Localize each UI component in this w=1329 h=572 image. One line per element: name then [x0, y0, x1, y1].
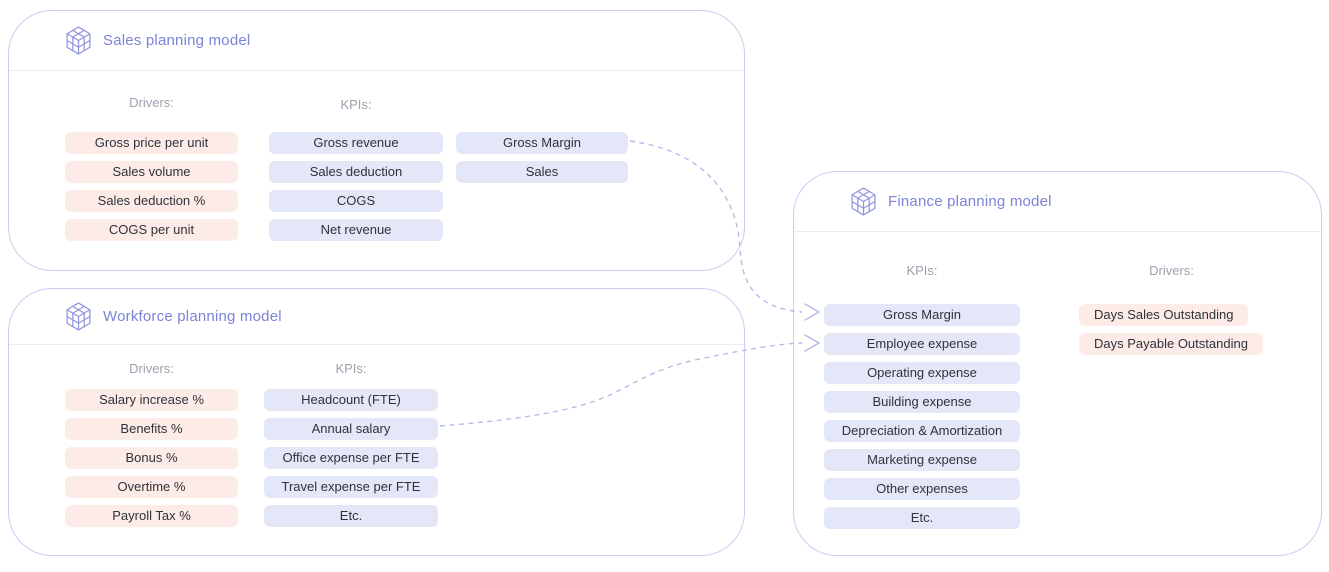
pill: Net revenue: [269, 219, 443, 241]
cube-icon: [66, 26, 91, 55]
workforce-drivers-label: Drivers:: [129, 361, 174, 376]
pill: Bonus %: [65, 447, 238, 469]
workforce-model-card: Workforce planning model Drivers: KPIs: …: [8, 288, 745, 556]
pill: Employee expense: [824, 333, 1020, 355]
workforce-drivers-list: Salary increase % Benefits % Bonus % Overti…: [65, 389, 238, 527]
sales-card-title: Sales planning model: [103, 32, 251, 49]
finance-kpis-label: KPIs:: [906, 263, 938, 278]
pill: Building expense: [824, 391, 1020, 413]
pill: Office expense per FTE: [264, 447, 438, 469]
pill: Operating expense: [824, 362, 1020, 384]
pill: Gross Margin: [456, 132, 628, 154]
pill: Overtime %: [65, 476, 238, 498]
pill: Headcount (FTE): [264, 389, 438, 411]
sales-drivers-label: Drivers:: [129, 95, 174, 110]
finance-model-card: Finance planning model KPIs: Drivers: Gr…: [793, 171, 1322, 556]
pill: Days Payable Outstanding: [1079, 333, 1263, 355]
pill: Days Sales Outstanding: [1079, 304, 1249, 326]
pill: Payroll Tax %: [65, 505, 238, 527]
workforce-kpis-label: KPIs:: [335, 361, 367, 376]
pill: Gross revenue: [269, 132, 443, 154]
pill: Etc.: [824, 507, 1020, 529]
pill: Depreciation & Amortization: [824, 420, 1020, 442]
workforce-card-header: Workforce planning model: [9, 289, 744, 345]
sales-kpis-label: KPIs:: [340, 97, 372, 112]
pill: Marketing expense: [824, 449, 1020, 471]
pill: Gross price per unit: [65, 132, 238, 154]
finance-card-header: Finance planning model: [794, 172, 1321, 232]
pill: COGS: [269, 190, 443, 212]
pill: Travel expense per FTE: [264, 476, 438, 498]
sales-card-header: Sales planning model: [9, 11, 744, 71]
workforce-card-title: Workforce planning model: [103, 308, 282, 325]
cube-icon: [851, 187, 876, 216]
pill: COGS per unit: [65, 219, 238, 241]
pill: Etc.: [264, 505, 438, 527]
finance-card-title: Finance planning model: [888, 193, 1052, 210]
cube-icon: [66, 302, 91, 331]
pill: Sales deduction %: [65, 190, 238, 212]
pill: Sales: [456, 161, 628, 183]
pill: Sales volume: [65, 161, 238, 183]
pill: Annual salary: [264, 418, 438, 440]
pill: Other expenses: [824, 478, 1020, 500]
pill: Sales deduction: [269, 161, 443, 183]
sales-model-card: Sales planning model Drivers: KPIs: Gros…: [8, 10, 745, 271]
pill: Gross Margin: [824, 304, 1020, 326]
pill: Benefits %: [65, 418, 238, 440]
finance-drivers-label: Drivers:: [1149, 263, 1194, 278]
pill: Salary increase %: [65, 389, 238, 411]
